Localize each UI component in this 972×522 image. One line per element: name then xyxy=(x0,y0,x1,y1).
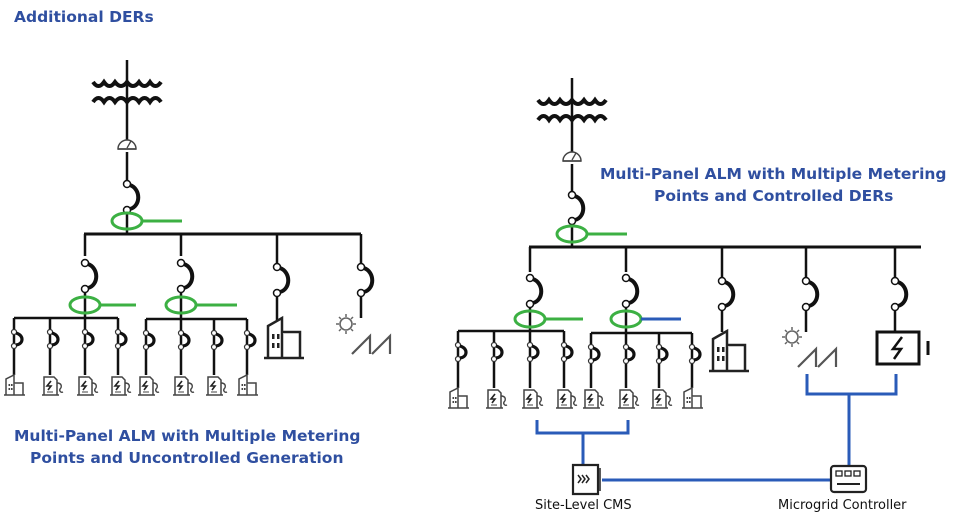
panel1-breaker-icon xyxy=(79,257,99,295)
solar-panel-icon xyxy=(780,325,838,369)
ev-charger-icon xyxy=(172,376,195,396)
right-caption-line1: Multi-Panel ALM with Multiple Metering xyxy=(600,165,947,183)
meter-icon xyxy=(117,139,137,150)
building-icon xyxy=(236,374,259,396)
right-diagram xyxy=(447,76,930,496)
main-breaker-icon xyxy=(566,189,586,227)
right-caption-line2: Points and Controlled DERs xyxy=(654,187,894,205)
ev-charger-icon xyxy=(205,376,228,396)
transformer-icon xyxy=(536,76,608,140)
panel2-breaker-icon xyxy=(175,257,195,295)
comm-lines xyxy=(535,374,898,482)
left-diagram xyxy=(3,58,392,396)
ev-charger-icon xyxy=(650,389,673,409)
solar-panel-icon xyxy=(334,312,392,356)
transformer-icon xyxy=(91,58,163,122)
building-icon xyxy=(447,387,470,409)
left-caption-line1: Multi-Panel ALM with Multiple Metering xyxy=(14,427,361,445)
battery-icon xyxy=(875,330,930,366)
microgrid-controller-icon xyxy=(829,464,868,494)
panel1-breaker-icon xyxy=(524,272,544,310)
ev-charger-icon xyxy=(617,389,640,409)
building-breaker-icon xyxy=(271,261,291,299)
building-icon xyxy=(681,387,704,409)
building-icon xyxy=(262,316,306,360)
building-icon xyxy=(707,329,751,373)
ev-charger-icon xyxy=(137,376,160,396)
cms-label: Site-Level CMS xyxy=(535,498,632,513)
ev-charger-icon xyxy=(76,376,99,396)
header-title: Additional DERs xyxy=(14,8,154,26)
building-breaker-icon xyxy=(716,275,736,313)
ev-charger-icon xyxy=(485,389,508,409)
solar-breaker-icon xyxy=(800,275,820,313)
ev-charger-icon xyxy=(109,376,132,396)
battery-breaker-icon xyxy=(889,275,909,313)
ev-charger-icon xyxy=(521,389,544,409)
ev-charger-icon xyxy=(41,376,64,396)
microgrid-label: Microgrid Controller xyxy=(778,498,907,513)
cms-device-icon xyxy=(571,463,601,496)
main-breaker-icon xyxy=(121,178,141,216)
ev-charger-icon xyxy=(555,389,578,409)
ev-charger-icon xyxy=(582,389,605,409)
left-caption-line2: Points and Uncontrolled Generation xyxy=(30,449,344,467)
meter-icon xyxy=(562,151,582,162)
building-icon xyxy=(3,374,26,396)
panel2-breaker-icon xyxy=(620,272,640,310)
solar-breaker-icon xyxy=(355,261,375,299)
